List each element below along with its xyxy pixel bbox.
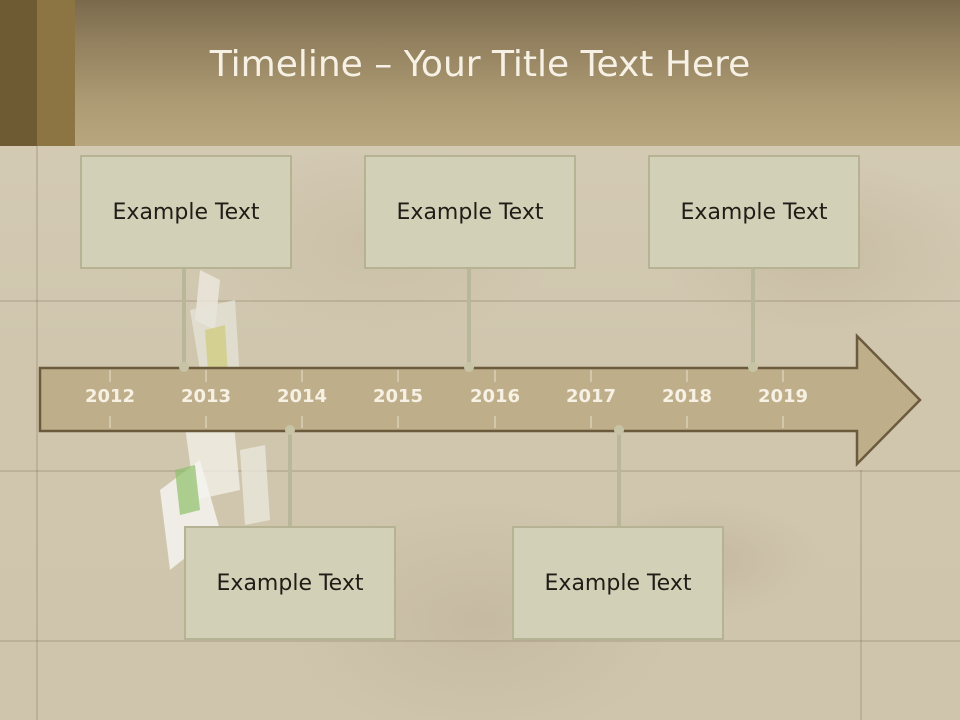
stone-seam [860, 470, 862, 720]
year-label: 2019 [757, 386, 809, 407]
event-box-bottom-1[interactable]: Example Text [184, 526, 396, 640]
year-label: 2014 [276, 386, 328, 407]
slide-title: Timeline – Your Title Text Here [209, 44, 751, 85]
timeline-marker [179, 362, 189, 372]
event-box-top-3[interactable]: Example Text [648, 155, 860, 269]
year-label: 2017 [565, 386, 617, 407]
timeline-marker [285, 425, 295, 435]
title-bar: Timeline – Your Title Text Here [0, 0, 960, 146]
stone-seam [0, 640, 960, 642]
year-label: 2016 [469, 386, 521, 407]
header-accent-strip [37, 0, 75, 146]
timeline-marker [614, 425, 624, 435]
header-accent-strip [0, 0, 37, 146]
stone-seam [0, 470, 960, 472]
timeline-marker [748, 362, 758, 372]
year-label: 2012 [84, 386, 136, 407]
connector-top-1 [182, 268, 186, 368]
year-label: 2013 [180, 386, 232, 407]
stone-seam [0, 300, 960, 302]
event-box-top-2[interactable]: Example Text [364, 155, 576, 269]
event-box-top-1[interactable]: Example Text [80, 155, 292, 269]
event-box-bottom-2[interactable]: Example Text [512, 526, 724, 640]
year-label: 2018 [661, 386, 713, 407]
connector-bottom-2 [617, 428, 621, 526]
timeline-marker [464, 362, 474, 372]
connector-bottom-1 [288, 428, 292, 526]
connector-top-2 [467, 268, 471, 368]
stone-seam [36, 146, 38, 720]
connector-top-3 [751, 268, 755, 368]
year-label: 2015 [372, 386, 424, 407]
